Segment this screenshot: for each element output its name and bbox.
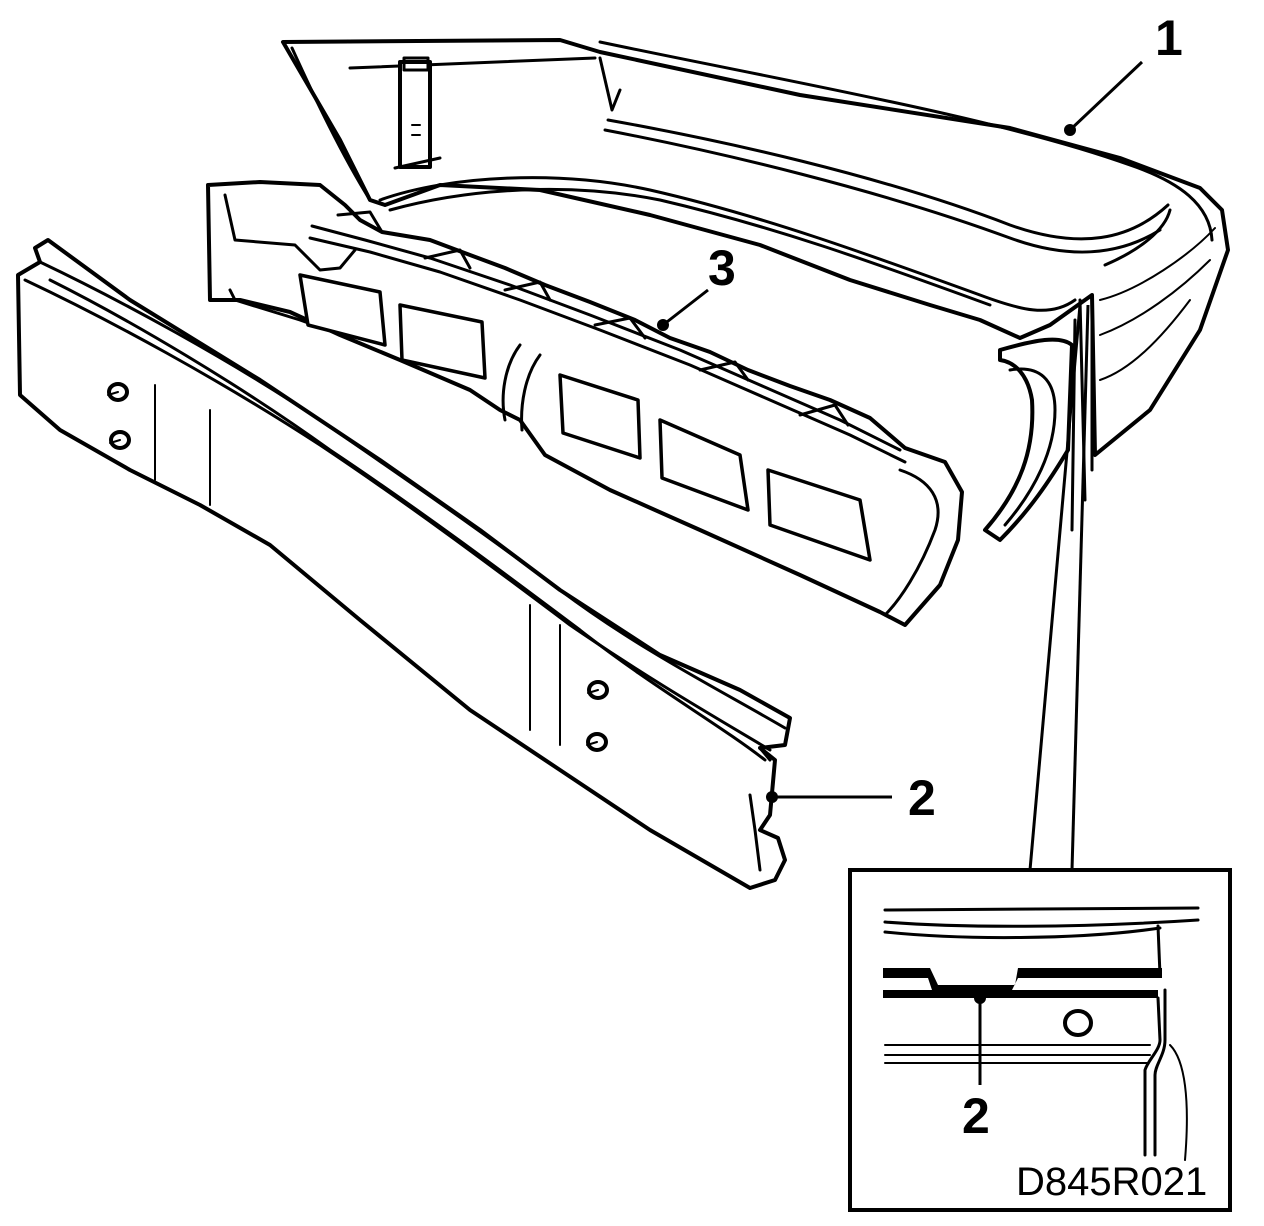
inset-detail <box>848 304 1232 1212</box>
energy-absorber <box>206 180 964 627</box>
mounting-studs <box>107 382 609 752</box>
figure-code: D845R021 <box>1016 1160 1207 1204</box>
callout-2-inset: 2 <box>962 1088 990 1144</box>
bumper-reinforcement-beam <box>16 238 792 890</box>
callout-2-main: 2 <box>908 770 936 826</box>
bumper-cover <box>281 38 1230 542</box>
callout-leaders <box>657 60 1144 803</box>
callout-1: 1 <box>1155 10 1183 66</box>
callout-3: 3 <box>708 240 736 296</box>
